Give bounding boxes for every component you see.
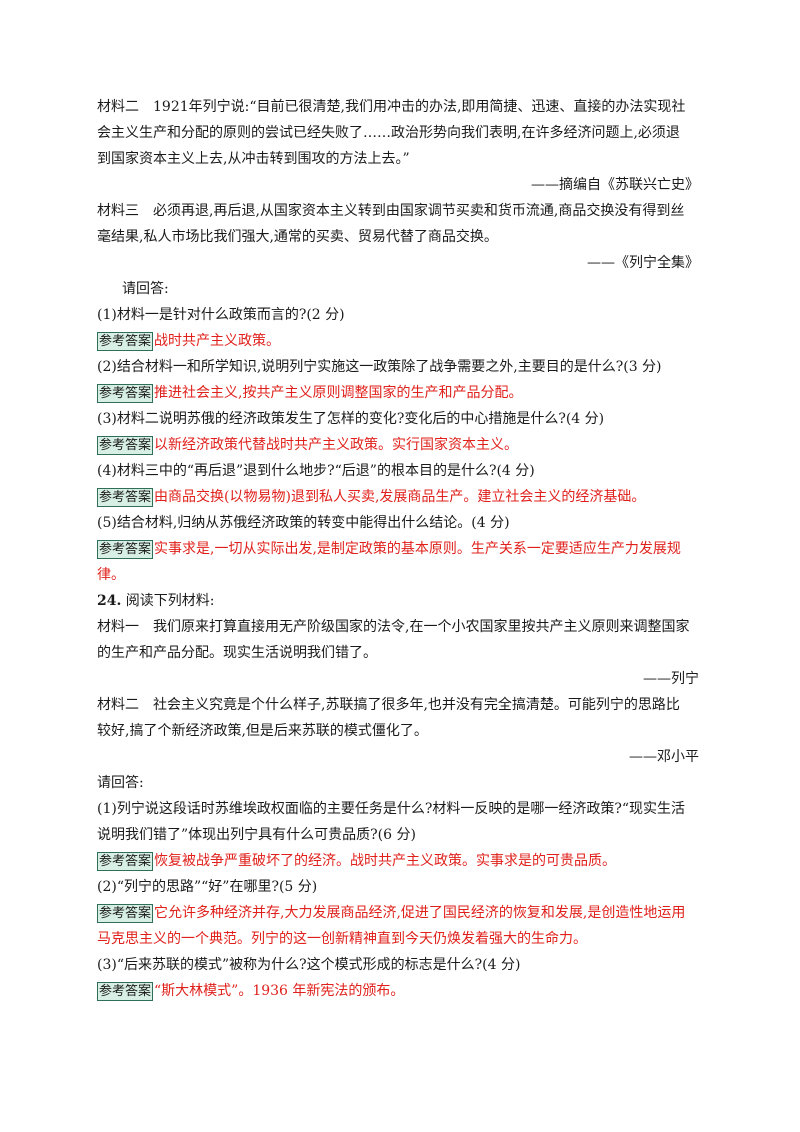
answer-5: 参考答案实事求是,一切从实际出发,是制定政策的基本原则。生产关系一定要适应生产力…: [97, 536, 699, 562]
answer-4: 参考答案由商品交换(以物易物)退到私人买卖,发展商品生产。建立社会主义的经济基础…: [97, 484, 699, 510]
q24-answer-prompt: 请回答:: [97, 775, 144, 791]
material-3-line-2: 毫结果,私人市场比我们强大,通常的买卖、贸易代替了商品交换。: [97, 229, 498, 245]
answer-text: 以新经济政策代替战时共产主义政策。实行国家资本主义。: [154, 437, 519, 453]
answer-2: 参考答案推进社会主义,按共产主义原则调整国家的生产和产品分配。: [97, 380, 699, 406]
answer-text: 由商品交换(以物易物)退到私人买卖,发展商品生产。建立社会主义的经济基础。: [154, 489, 646, 505]
question-24-heading: 24. 阅读下列材料:: [97, 588, 699, 614]
q24-answer-3: 参考答案“斯大林模式”。1936 年新宪法的颁布。: [97, 978, 699, 1004]
q24-answer-2-continued: 马克思主义的一个典范。列宁的这一创新精神直到今天仍焕发着强大的生命力。: [97, 931, 587, 947]
answer-badge: 参考答案: [97, 488, 154, 507]
answer-text: 恢复被战争严重破坏了的经济。战时共产主义政策。实事求是的可贵品质。: [154, 853, 617, 869]
q24-material-1-line-1: 材料一 我们原来打算直接用无产阶级国家的法令,在一个小农国家里按共产主义原则来调…: [97, 619, 690, 635]
answer-text: 推进社会主义,按共产主义原则调整国家的生产和产品分配。: [154, 385, 523, 401]
q24-material-1-source: ——列宁: [643, 671, 699, 687]
answer-1: 参考答案战时共产主义政策。: [97, 328, 699, 354]
answer-text: “斯大林模式”。1936 年新宪法的颁布。: [154, 983, 405, 999]
answer-text: 实事求是,一切从实际出发,是制定政策的基本原则。生产关系一定要适应生产力发展规: [154, 541, 681, 557]
q24-material-2-source: ——邓小平: [629, 749, 699, 765]
answer-badge: 参考答案: [97, 904, 154, 923]
question-title: 阅读下列材料:: [121, 593, 215, 609]
question-number: 24.: [97, 593, 122, 609]
answer-text: 战时共产主义政策。: [154, 333, 281, 349]
answer-badge: 参考答案: [97, 332, 154, 351]
question-4: (4)材料三中的“再后退”退到什么地步?“后退”的根本目的是什么?(4 分): [97, 463, 535, 479]
q24-question-1-line-1: (1)列宁说这段话时苏维埃政权面临的主要任务是什么?材料一反映的是哪一经济政策?…: [97, 801, 685, 817]
answer-badge: 参考答案: [97, 384, 154, 403]
answer-badge: 参考答案: [97, 852, 154, 871]
answer-5-continued: 律。: [97, 567, 125, 583]
q24-question-2: (2)“列宁的思路”“好”在哪里?(5 分): [97, 879, 318, 895]
material-2-line-1: 材料二 1921年列宁说:“目前已很清楚,我们用冲击的办法,即用简捷、迅速、直接…: [97, 99, 686, 115]
q24-question-3: (3)“后来苏联的模式”被称为什么?这个模式形成的标志是什么?(4 分): [97, 957, 521, 973]
answer-badge: 参考答案: [97, 436, 154, 455]
q24-question-1-line-2: 说明我们错了”体现出列宁具有什么可贵品质?(6 分): [97, 827, 416, 843]
material-2-source: ——摘编自《苏联兴亡史》: [531, 177, 699, 193]
material-2-line-2: 会主义生产和分配的原则的尝试已经失败了……政治形势向我们表明,在许多经济问题上,…: [97, 125, 680, 141]
q24-answer-2: 参考答案它允许多种经济并存,大力发展商品经济,促进了国民经济的恢复和发展,是创造…: [97, 900, 699, 926]
answer-prompt: 请回答:: [122, 281, 169, 297]
question-3: (3)材料二说明苏俄的经济政策发生了怎样的变化?变化后的中心措施是什么?(4 分…: [97, 411, 605, 427]
question-1: (1)材料一是针对什么政策而言的?(2 分): [97, 307, 345, 323]
q24-answer-1: 参考答案恢复被战争严重破坏了的经济。战时共产主义政策。实事求是的可贵品质。: [97, 848, 699, 874]
q24-material-2-line-2: 较好,搞了个新经济政策,但是后来苏联的模式僵化了。: [97, 723, 428, 739]
material-2-line-3: 到国家资本主义上去,从冲击转到围攻的方法上去。”: [97, 151, 410, 167]
q24-material-2-line-1: 材料二 社会主义究竟是个什么样子,苏联搞了很多年,也并没有完全搞清楚。可能列宁的…: [97, 697, 680, 713]
q24-material-1-line-2: 的生产和产品分配。现实生活说明我们错了。: [97, 645, 377, 661]
material-3-line-1: 材料三 必须再退,再后退,从国家资本主义转到由国家调节买卖和货币流通,商品交换没…: [97, 203, 685, 219]
document-body: 材料二 1921年列宁说:“目前已很清楚,我们用冲击的办法,即用简捷、迅速、直接…: [97, 94, 699, 1004]
answer-badge: 参考答案: [97, 982, 154, 1001]
question-5: (5)结合材料,归纳从苏俄经济政策的转变中能得出什么结论。(4 分): [97, 515, 510, 531]
answer-text: 它允许多种经济并存,大力发展商品经济,促进了国民经济的恢复和发展,是创造性地运用: [154, 905, 686, 921]
answer-3: 参考答案以新经济政策代替战时共产主义政策。实行国家资本主义。: [97, 432, 699, 458]
question-2: (2)结合材料一和所学知识,说明列宁实施这一政策除了战争需要之外,主要目的是什么…: [97, 359, 662, 375]
material-3-source: ——《列宁全集》: [587, 255, 699, 271]
answer-badge: 参考答案: [97, 540, 154, 559]
